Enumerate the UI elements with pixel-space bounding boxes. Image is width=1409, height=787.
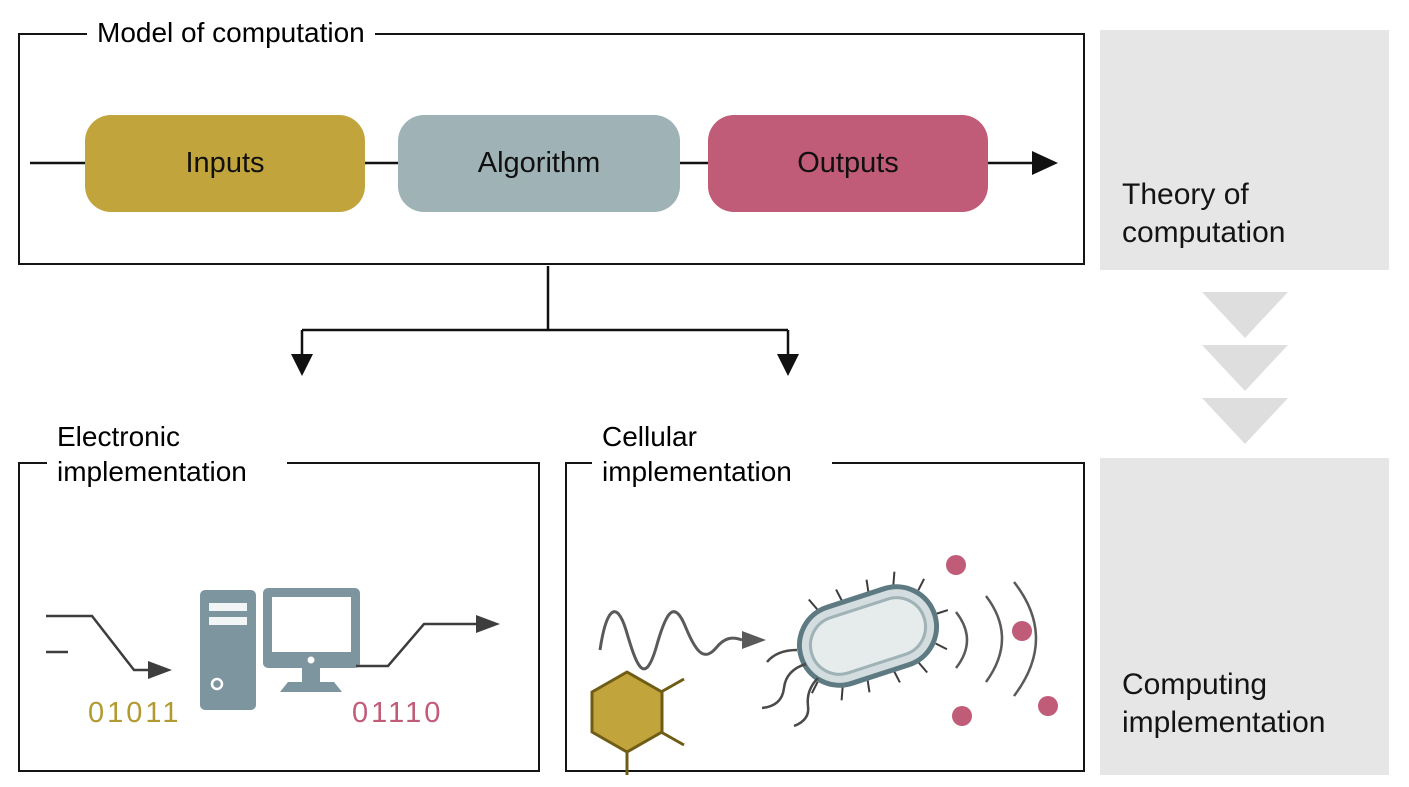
computing-implementation-panel — [1100, 458, 1389, 775]
electronic-implementation-title: Electronic implementation — [47, 420, 287, 490]
branch-arrowhead-right-icon — [777, 354, 799, 376]
output-bits-label: 01110 — [352, 697, 444, 729]
branch-arrowhead-left-icon — [291, 354, 313, 376]
downward-chevrons — [1202, 292, 1288, 444]
model-of-computation-box — [18, 33, 1085, 265]
computing-implementation-label: Computing implementation — [1122, 668, 1326, 740]
cellular-implementation-box — [565, 462, 1085, 772]
cellular-implementation-title: Cellular implementation — [592, 420, 832, 490]
theory-of-computation-panel — [1100, 30, 1389, 270]
branch-connector — [300, 266, 790, 356]
chevron-down-icon — [1202, 292, 1288, 338]
theory-of-computation-label: Theory of computation — [1122, 178, 1286, 250]
input-bits-label: 01011 — [88, 697, 182, 729]
chevron-down-icon — [1202, 345, 1288, 391]
outputs-node: Outputs — [708, 115, 988, 212]
chevron-down-icon — [1202, 398, 1288, 444]
inputs-node: Inputs — [85, 115, 365, 212]
model-of-computation-title: Model of computation — [87, 16, 375, 51]
algorithm-node: Algorithm — [398, 115, 680, 212]
